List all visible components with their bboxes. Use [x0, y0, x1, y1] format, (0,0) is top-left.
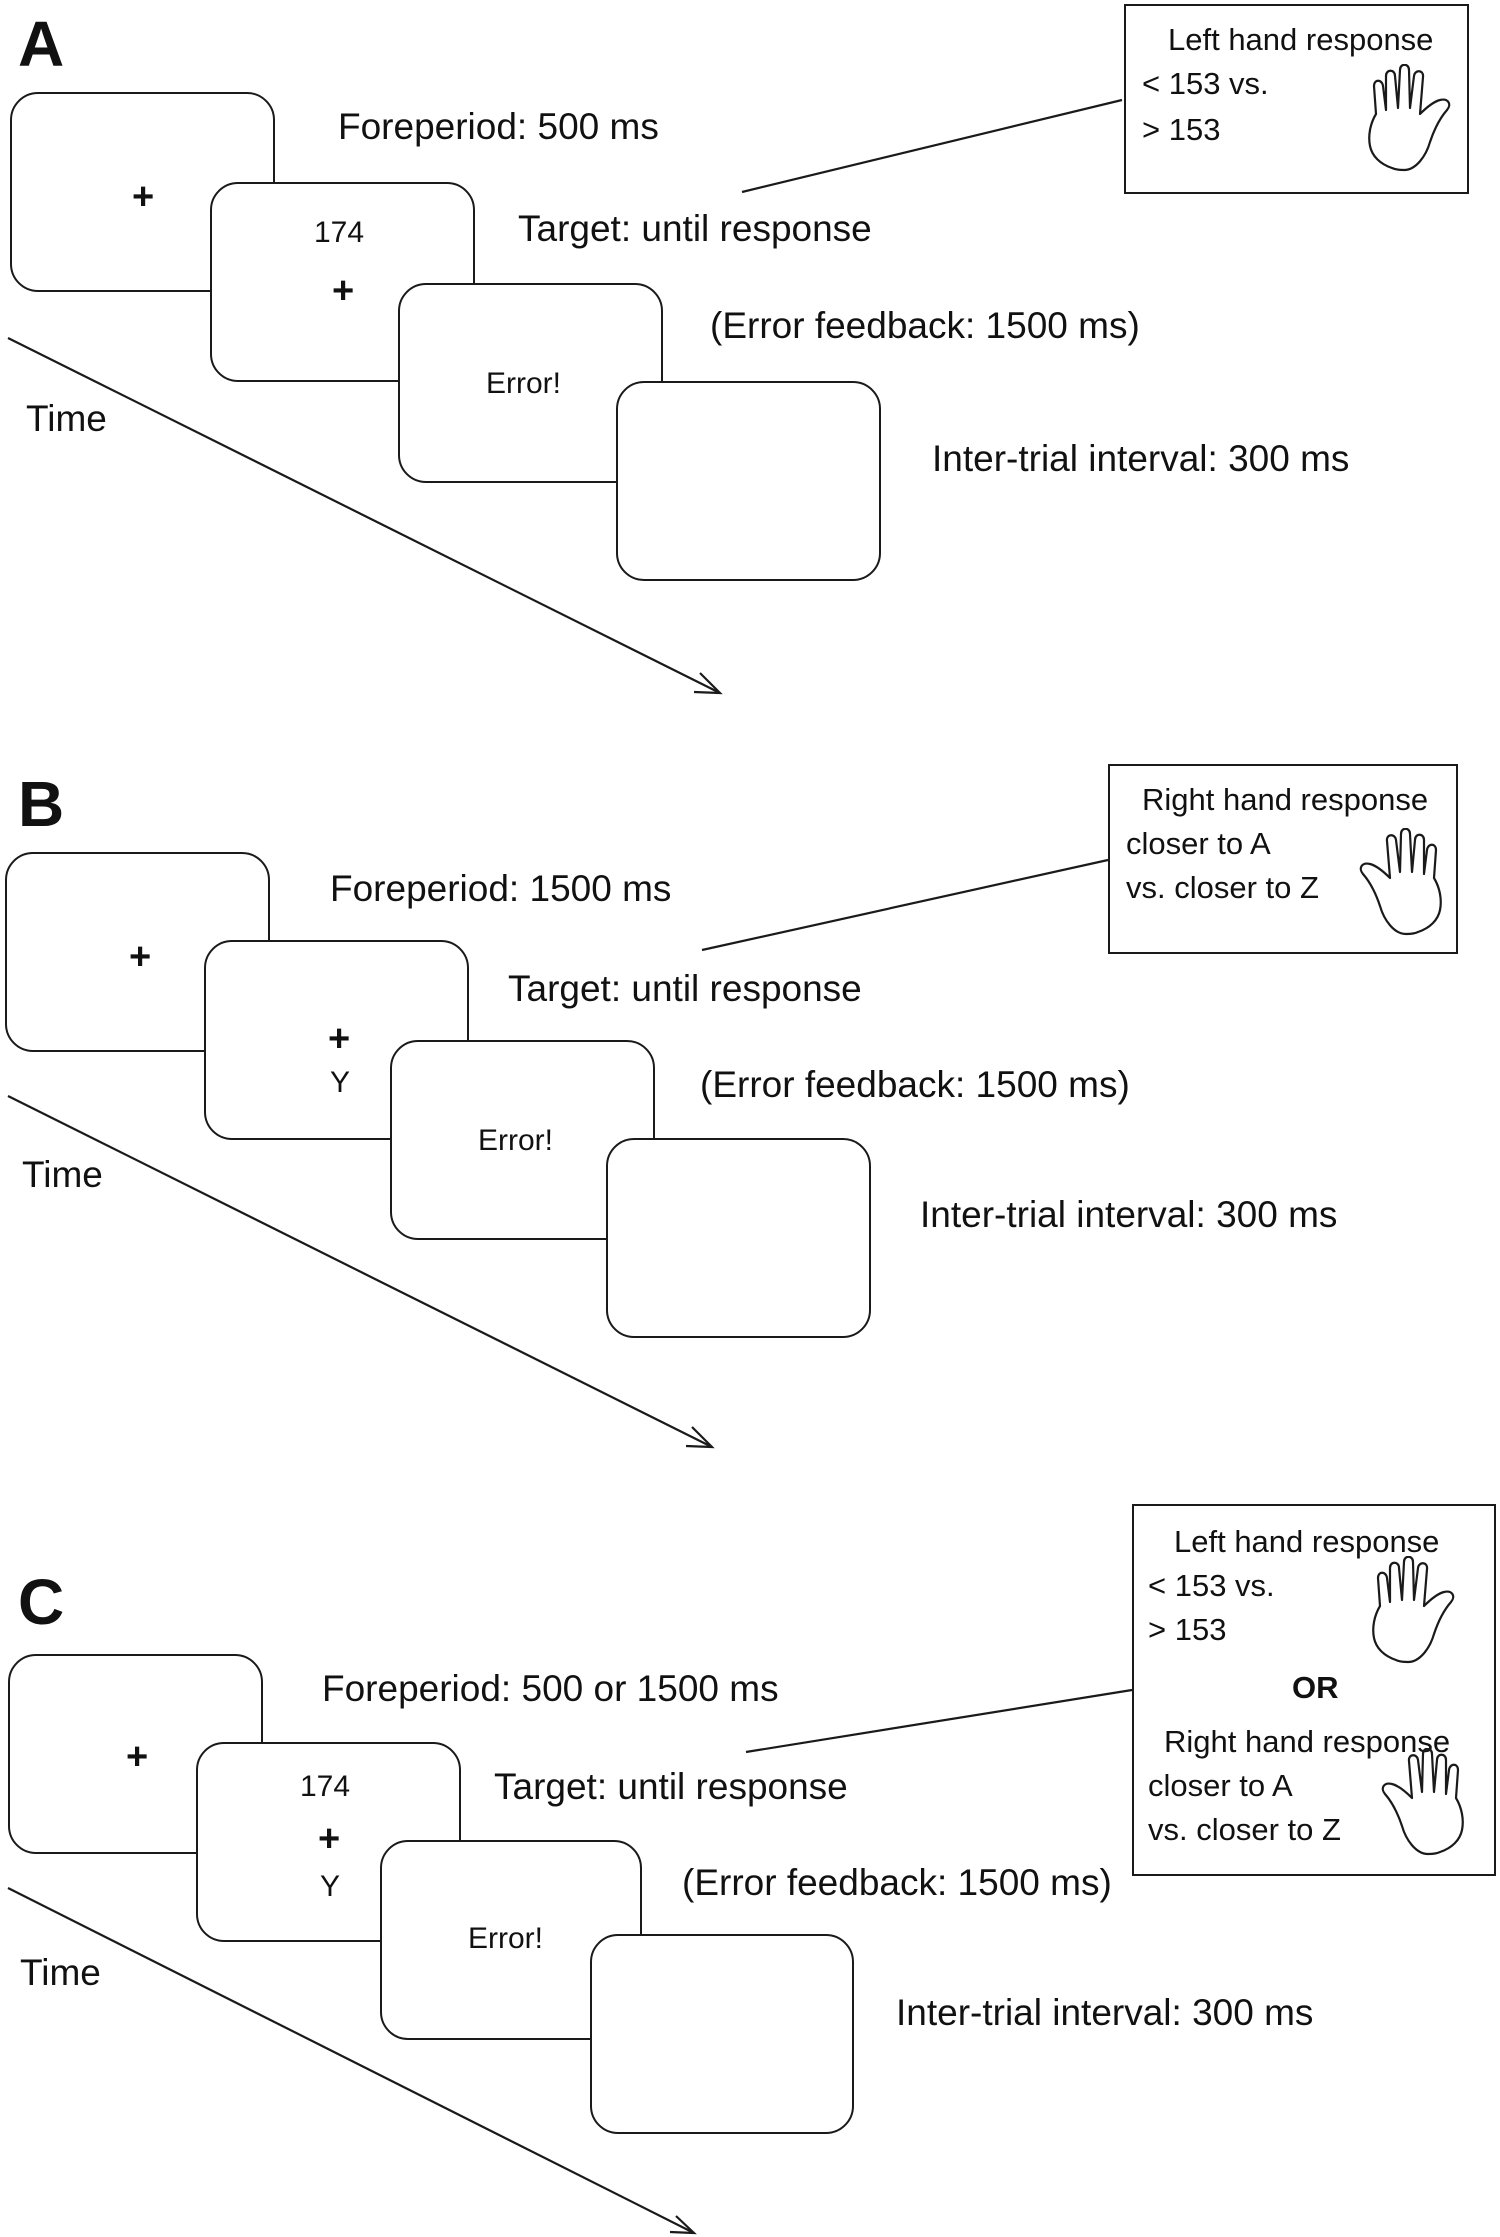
response-box-line-1: < 153 vs. [1148, 1568, 1275, 1603]
left-hand-icon [1362, 64, 1462, 174]
response-box-line-2: > 153 [1142, 112, 1221, 147]
response-box-line-4: vs. closer to Z [1148, 1812, 1341, 1847]
iti-screen [590, 1934, 854, 2134]
response-connector-line [741, 98, 1123, 194]
target-letter: Y [320, 1870, 341, 1903]
response-box-line-1: closer to A [1126, 826, 1271, 861]
response-box-line-2: > 153 [1148, 1612, 1227, 1647]
time-arrow-head [669, 2215, 697, 2235]
right-hand-icon [1348, 828, 1448, 938]
connector-lines [7, 98, 1123, 695]
feedback-text: Error! [478, 1124, 553, 1157]
time-arrow-line [7, 1887, 695, 2234]
response-box: Left hand response < 153 vs. > 153 OR Ri… [1132, 1504, 1496, 1876]
feedback-text: Error! [468, 1922, 543, 1955]
time-arrow-head [693, 672, 723, 695]
time-label: Time [26, 398, 107, 439]
iti-label: Inter-trial interval: 300 ms [920, 1194, 1338, 1235]
response-connector-line [745, 1688, 1133, 1754]
foreperiod-label: Foreperiod: 500 or 1500 ms [322, 1668, 779, 1709]
connector-lines [7, 858, 1109, 1449]
target-fixation-cross: + [332, 270, 355, 312]
response-box-title: Left hand response [1168, 22, 1434, 57]
response-box-line-1: < 153 vs. [1142, 66, 1269, 101]
fixation-cross: + [132, 176, 155, 218]
target-letter: Y [330, 1066, 351, 1099]
response-box-title: Right hand response [1142, 782, 1429, 817]
fixation-cross: + [129, 936, 152, 978]
target-number: 174 [314, 216, 365, 249]
time-label: Time [20, 1952, 101, 1993]
iti-label: Inter-trial interval: 300 ms [932, 438, 1350, 479]
time-arrow-head [685, 1426, 715, 1449]
panel-letter: B [18, 768, 65, 840]
target-fixation-cross: + [328, 1018, 351, 1060]
response-box-line-3: closer to A [1148, 1768, 1293, 1803]
target-label: Target: until response [508, 968, 862, 1009]
target-label: Target: until response [518, 208, 872, 249]
foreperiod-label: Foreperiod: 500 ms [338, 106, 659, 147]
panel-c: C + 174 + Y Error! Foreperiod: 500 or 15… [0, 1500, 1500, 2237]
panel-b: B + + Y Error! Foreperiod: 1500 ms Targe… [0, 760, 1500, 1490]
panel-a: A + 174 + Error! Foreperiod: 500 ms Targ… [0, 0, 1500, 730]
response-box: Right hand response closer to A vs. clos… [1108, 764, 1458, 954]
response-box-line-2: vs. closer to Z [1126, 870, 1319, 905]
feedback-text: Error! [486, 367, 561, 400]
panel-letter: C [18, 1566, 65, 1638]
feedback-label: (Error feedback: 1500 ms) [682, 1862, 1112, 1903]
target-fixation-cross: + [318, 1818, 341, 1860]
fixation-cross: + [126, 1736, 149, 1778]
iti-screen [616, 381, 881, 581]
iti-screen [606, 1138, 871, 1338]
feedback-label: (Error feedback: 1500 ms) [700, 1064, 1130, 1105]
foreperiod-label: Foreperiod: 1500 ms [330, 868, 672, 909]
target-number: 174 [300, 1770, 351, 1803]
right-hand-icon [1370, 1748, 1470, 1858]
target-label: Target: until response [494, 1766, 848, 1807]
response-box-title-right: Right hand response [1164, 1724, 1451, 1759]
connector-lines [7, 1688, 1133, 2235]
iti-label: Inter-trial interval: 300 ms [896, 1992, 1314, 2033]
time-arrow-line [7, 1095, 713, 1448]
response-connector-line [701, 858, 1109, 952]
feedback-label: (Error feedback: 1500 ms) [710, 305, 1140, 346]
response-box: Left hand response < 153 vs. > 153 [1124, 4, 1469, 194]
response-box-title-left: Left hand response [1174, 1524, 1440, 1559]
left-hand-icon [1366, 1556, 1466, 1666]
time-arrow-line [7, 337, 721, 694]
panel-letter: A [18, 8, 65, 80]
response-box-or: OR [1292, 1670, 1339, 1705]
time-label: Time [22, 1154, 103, 1195]
